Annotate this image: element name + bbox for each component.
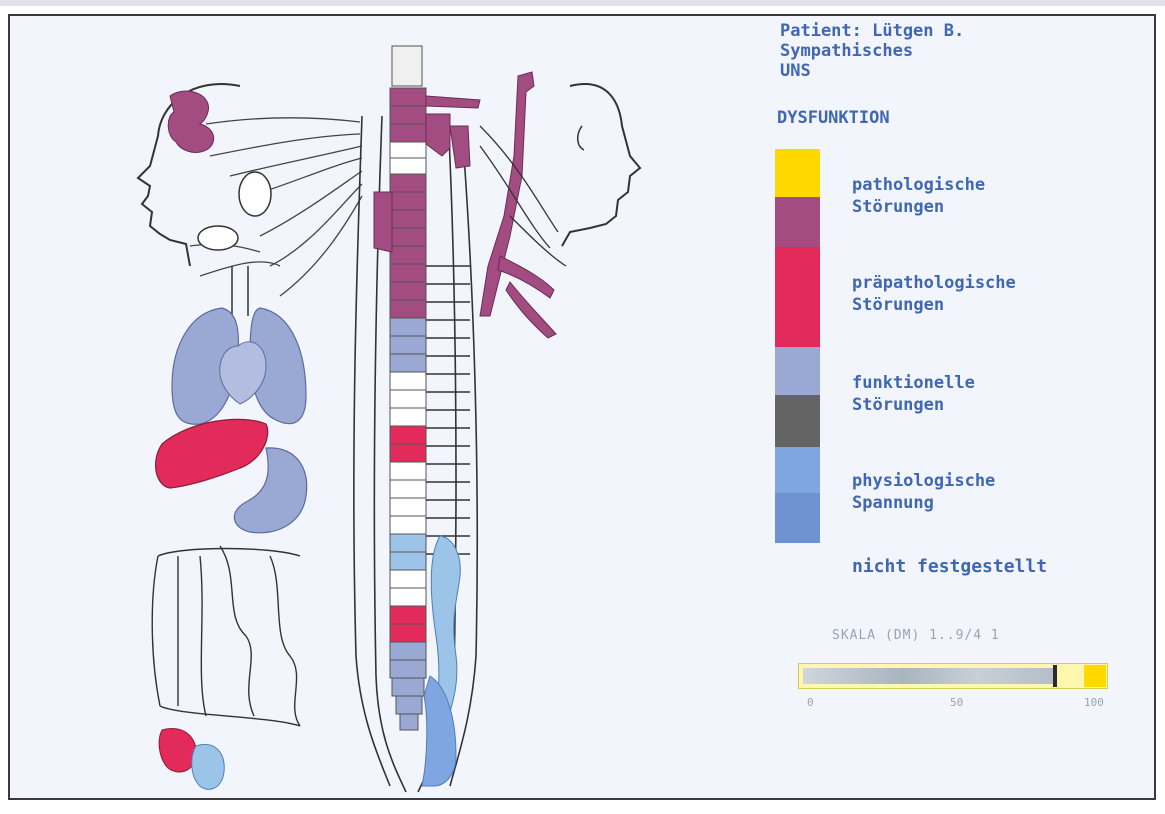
right-nerve-pathological xyxy=(480,72,556,338)
legend-label-line: funktionelle xyxy=(852,372,975,394)
legend-label-prepathological: präpathologische Störungen xyxy=(852,272,1016,316)
gland-outline-2 xyxy=(198,226,238,250)
legend-label-line: pathologische xyxy=(852,174,985,196)
swatch-prepathological xyxy=(775,247,820,347)
patient-title: Patient: Lütgen B. xyxy=(780,22,964,41)
skull-base-segment xyxy=(392,46,422,86)
legend-label-pathological: pathologische Störungen xyxy=(852,174,985,218)
rib-stubs xyxy=(426,266,470,554)
right-head-profile xyxy=(562,84,640,246)
scale-tick-100: 100 xyxy=(1084,696,1104,709)
legend-label-physiological: physiologische Spannung xyxy=(852,470,995,514)
diagram-frame: Patient: Lütgen B. Sympathisches UNS DYS… xyxy=(8,14,1156,800)
legend-label-line: Störungen xyxy=(852,294,1016,316)
scale-fill xyxy=(803,668,1053,684)
scale-tick-0: 0 xyxy=(807,696,814,709)
right-ear xyxy=(578,126,584,150)
legend-label-line: Spannung xyxy=(852,492,995,514)
nervous-system-label: Sympathisches xyxy=(780,42,913,61)
trachea xyxy=(232,266,248,316)
nervous-system-abbrev: UNS xyxy=(780,62,811,81)
scale-tick-50: 50 xyxy=(950,696,963,709)
scale-caption: SKALA (DM) 1..9/4 1 xyxy=(832,628,1000,643)
swatch-yellow xyxy=(775,149,820,197)
legend-label-functional: funktionelle Störungen xyxy=(852,372,975,416)
legend-title: DYSFUNKTION xyxy=(777,108,890,128)
pelvic-organ-prepathological xyxy=(159,728,196,772)
swatch-dark-gray xyxy=(775,395,820,447)
legend-label-line: präpathologische xyxy=(852,272,1016,294)
bladder-physiological xyxy=(192,744,224,789)
liver-prepathological xyxy=(156,419,268,488)
brain-region-pathological xyxy=(168,91,213,152)
intestines xyxy=(152,546,300,726)
spine-segments xyxy=(390,46,426,730)
scale-marker xyxy=(1053,665,1057,687)
legend-label-line: Störungen xyxy=(852,196,985,218)
swatch-functional xyxy=(775,347,820,395)
legend-label-not-determined: nicht festgestellt xyxy=(852,556,1047,577)
swatch-physiological xyxy=(775,493,820,543)
legend-label-line: physiologische xyxy=(852,470,995,492)
top-border-strip xyxy=(0,0,1165,6)
neck-nerves xyxy=(190,118,362,296)
swatch-pathological xyxy=(775,197,820,247)
scale-end-marker xyxy=(1084,665,1106,687)
legend-label-line: Störungen xyxy=(852,394,975,416)
scale-bar xyxy=(798,663,1108,689)
anatomy-diagram xyxy=(10,16,770,800)
gland-outline xyxy=(239,172,271,216)
color-legend-column xyxy=(775,149,820,543)
swatch-physiological-light xyxy=(775,447,820,493)
